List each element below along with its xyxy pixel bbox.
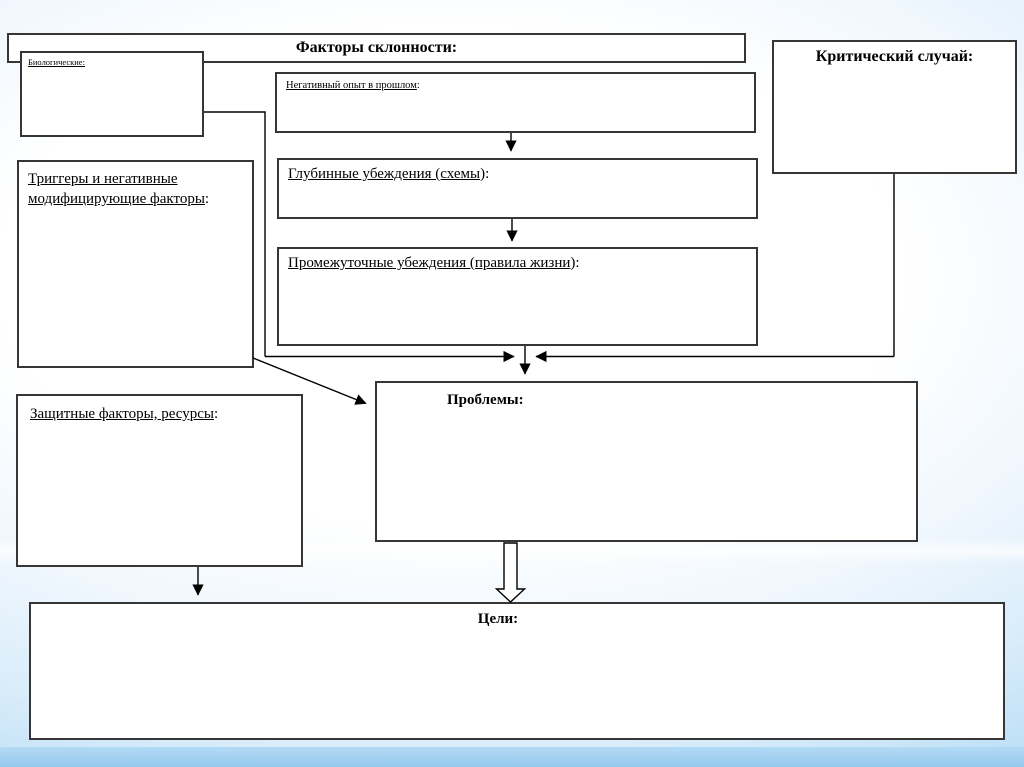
- protective-factors-box: Защитные факторы, ресурсы:: [16, 394, 303, 567]
- protective-factors-label: Защитные факторы, ресурсы:: [30, 406, 219, 422]
- goals-box: Цели:: [29, 602, 1005, 740]
- critical-incident-label: Критический случай:: [815, 48, 974, 65]
- core-beliefs-box: Глубинные убеждения (схемы):: [277, 158, 758, 219]
- negative-experience-label: Негативный опыт в прошлом:: [286, 80, 420, 91]
- negative-experience-box: Негативный опыт в прошлом:: [275, 72, 756, 133]
- triggers-box: Триггеры и негативные модифицирующие фак…: [17, 160, 254, 368]
- problems-box: Проблемы:: [375, 381, 918, 542]
- intermediate-beliefs-box: Промежуточные убеждения (правила жизни):: [277, 247, 758, 346]
- problems-label: Проблемы:: [447, 392, 524, 408]
- core-beliefs-label: Глубинные убеждения (схемы):: [288, 166, 490, 182]
- predisposition-factors-label: Факторы склонности:: [295, 39, 458, 56]
- triggers-label: Триггеры и негативные модифицирующие фак…: [28, 171, 210, 207]
- biological-factors-label: Биологические:: [28, 57, 85, 67]
- intermediate-beliefs-label: Промежуточные убеждения (правила жизни):: [288, 255, 580, 271]
- critical-incident-box: Критический случай:: [772, 40, 1017, 174]
- background-bottom-band: [0, 747, 1024, 767]
- biological-factors-box: Биологические:: [20, 51, 204, 137]
- goals-label: Цели:: [477, 611, 519, 627]
